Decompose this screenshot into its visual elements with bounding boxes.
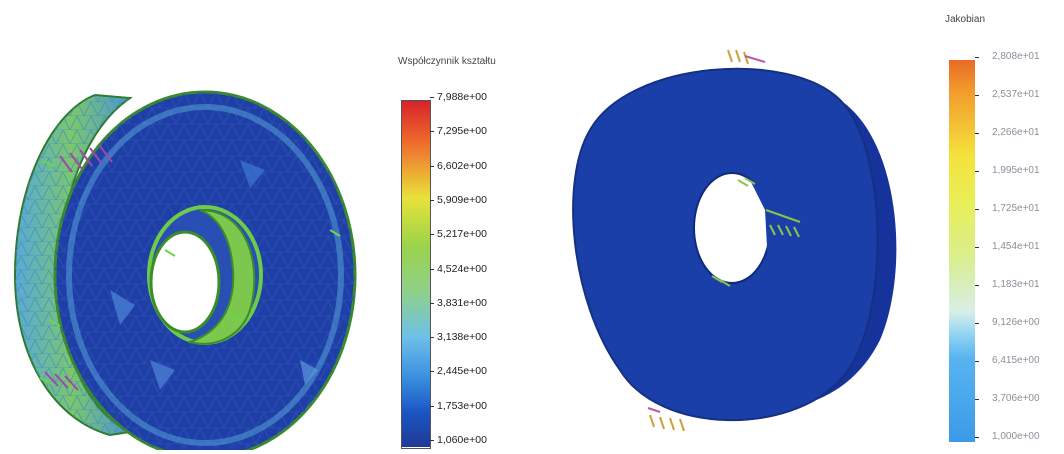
left-hub-hole <box>149 230 221 334</box>
right-legend-tick-label: 2,808e+01 <box>992 51 1040 62</box>
right-legend-tick-mark <box>975 437 979 438</box>
right-legend-tick-mark <box>975 247 979 248</box>
left-legend-tick-mark <box>430 234 434 236</box>
left-legend-tick-mark <box>430 97 434 98</box>
left-legend-tick-label: 2,445e+00 <box>437 365 487 378</box>
left-legend-tick-label: 7,988e+00 <box>437 91 487 103</box>
right-legend-tick-mark <box>975 95 979 96</box>
left-legend-tick-label: 7,295e+00 <box>437 125 487 138</box>
left-legend-tick-label: 1,753e+00 <box>437 399 487 412</box>
right-legend-tick-label: 2,266e+01 <box>992 127 1040 138</box>
right-legend-tick-label: 9,126e+00 <box>992 317 1040 328</box>
right-legend-tick-mark <box>975 285 979 286</box>
right-mesh-model <box>572 49 897 432</box>
left-legend-tick-mark <box>430 440 434 441</box>
left-legend-tick-mark <box>430 302 434 304</box>
right-legend-tick-label: 1,995e+01 <box>992 165 1040 176</box>
right-legend-tick-label: 1,725e+01 <box>992 203 1040 214</box>
right-legend-colorbar <box>949 60 975 442</box>
left-legend-tick-mark <box>430 337 434 339</box>
right-legend-tick-mark <box>975 323 979 324</box>
right-legend-tick-mark <box>975 57 979 58</box>
left-legend-tick-mark <box>430 268 434 270</box>
left-legend-tick-mark <box>430 199 434 201</box>
left-legend-tick-mark <box>430 405 434 407</box>
left-legend-tick-mark <box>430 371 434 373</box>
right-legend-tick-label: 2,537e+01 <box>992 89 1040 100</box>
right-legend-tick-mark <box>975 133 979 134</box>
right-legend-tick-mark <box>975 171 979 172</box>
right-legend-tick-mark <box>975 209 979 210</box>
left-legend-tick-label: 5,909e+00 <box>437 193 487 206</box>
left-legend-tick-mark <box>430 131 434 133</box>
left-legend-tick-mark <box>430 165 434 167</box>
left-legend-tick-label: 3,831e+00 <box>437 296 487 309</box>
right-legend-tick-label: 1,454e+01 <box>992 241 1040 252</box>
left-mesh-model <box>13 90 357 450</box>
left-legend-tick-label: 5,217e+00 <box>437 228 487 241</box>
right-legend-tick-label: 1,000e+00 <box>992 431 1040 442</box>
right-legend-tick-label: 1,183e+01 <box>992 279 1040 290</box>
left-legend-tick-label: 4,524e+00 <box>437 262 487 275</box>
left-legend-tick-label: 1,060e+00 <box>437 434 487 446</box>
right-legend-tick-label: 3,706e+00 <box>992 393 1040 404</box>
right-legend-tick-mark <box>975 361 979 362</box>
right-legend-title: Jakobian <box>945 14 986 25</box>
left-legend-title: Współczynnik kształtu <box>398 56 496 67</box>
left-legend-colorbar <box>402 101 430 447</box>
left-legend-tick-label: 3,138e+00 <box>437 331 487 344</box>
left-legend-tick-label: 6,602e+00 <box>437 159 487 172</box>
right-legend-tick-mark <box>975 399 979 400</box>
right-legend-tick-label: 6,415e+00 <box>992 355 1040 366</box>
